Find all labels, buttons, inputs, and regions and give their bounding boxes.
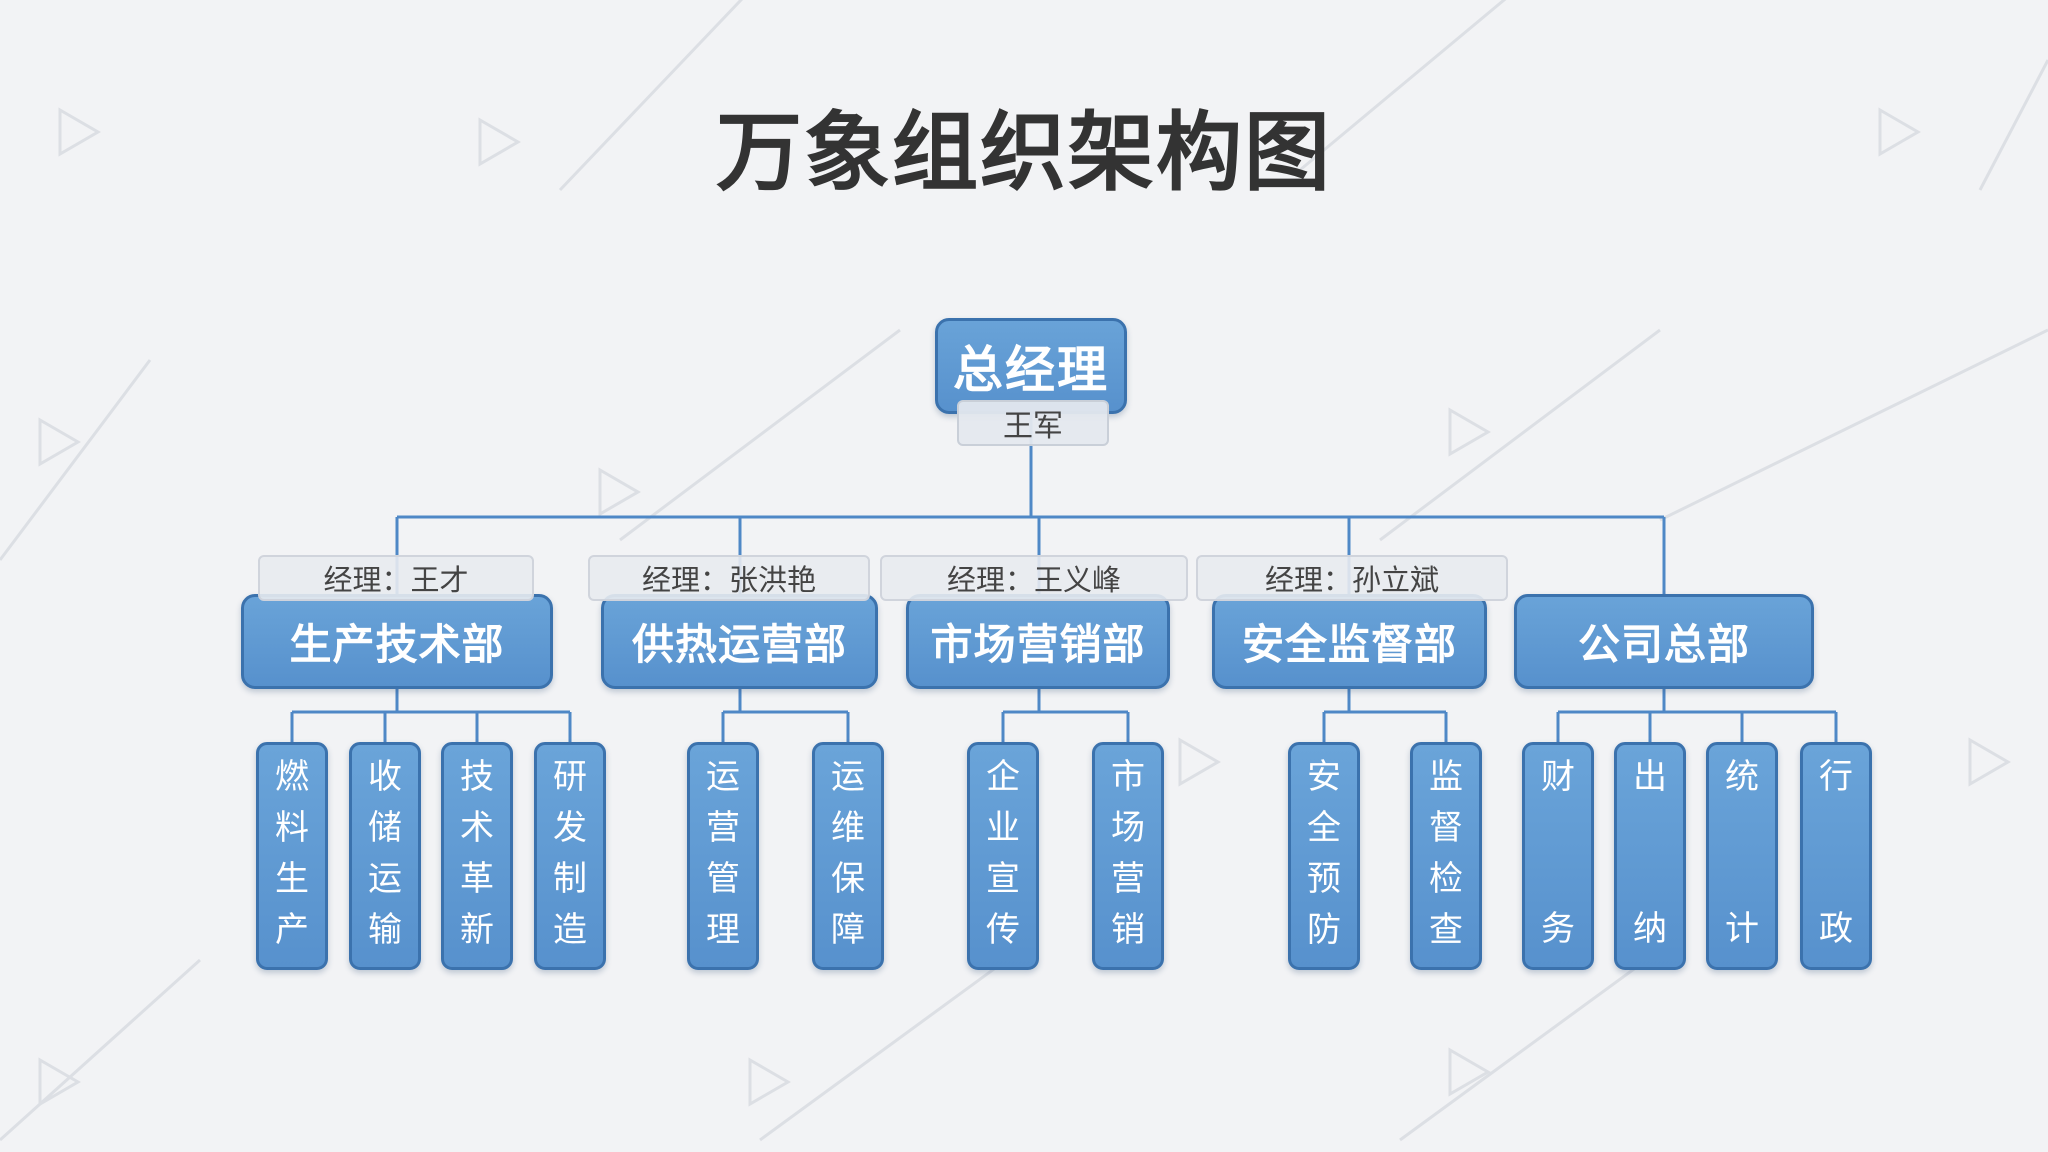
watermark-triangle [1968,737,2011,787]
top-manager-name: 王军 [957,400,1109,446]
sub-unit-box: 财务 [1522,742,1594,970]
sub-unit-char: 计 [1725,909,1759,949]
sub-unit-box: 安全预防 [1288,742,1360,970]
watermark-stroke [0,359,152,561]
sub-unit-char: 查 [1429,910,1463,950]
watermark-triangle [1448,407,1491,457]
sub-unit-char: 督 [1429,808,1463,848]
sub-unit-char: 产 [275,910,309,950]
department-box: 安全监督部 [1212,594,1487,689]
sub-unit-char: 制 [553,859,587,899]
sub-unit-char: 研 [553,757,587,797]
sub-unit-char: 理 [706,910,740,950]
sub-unit-char: 业 [986,808,1020,848]
sub-unit-box: 研发制造 [534,742,606,970]
top-node: 总经理 [935,318,1127,414]
department-manager-label: 经理：张洪艳 [588,555,870,601]
sub-unit-char: 燃 [275,757,309,797]
department-box: 生产技术部 [241,594,553,689]
watermark-stroke [1659,328,2048,522]
sub-unit-char: 生 [275,859,309,899]
sub-unit-char: 宣 [986,859,1020,899]
sub-unit-char: 营 [1111,859,1145,899]
sub-unit-char: 场 [1111,808,1145,848]
watermark-stroke [759,948,1021,1142]
sub-unit-char: 术 [460,808,494,848]
sub-unit-char: 统 [1725,757,1759,797]
watermark-triangle [1448,1047,1491,1097]
sub-unit-char: 料 [275,808,309,848]
sub-unit-char: 全 [1307,808,1341,848]
sub-unit-box: 市场营销 [1092,742,1164,970]
sub-unit-char: 运 [368,859,402,899]
sub-unit-char: 政 [1819,909,1853,949]
department-manager-label: 经理：王义峰 [880,555,1188,601]
watermark-stroke [1379,328,1661,542]
sub-unit-char: 行 [1819,757,1853,797]
sub-unit-char: 企 [986,757,1020,797]
sub-unit-char: 造 [553,910,587,950]
department-box: 供热运营部 [601,594,878,689]
sub-unit-char: 技 [460,757,494,797]
watermark-stroke [1399,948,1661,1142]
sub-unit-char: 检 [1429,859,1463,899]
watermark-triangle [58,107,101,157]
sub-unit-char: 发 [553,808,587,848]
watermark-triangle [1178,737,1221,787]
sub-unit-char: 安 [1307,757,1341,797]
department-box: 公司总部 [1514,594,1814,689]
watermark-triangle [38,1057,81,1107]
sub-unit-char: 运 [831,757,865,797]
sub-unit-char: 传 [986,910,1020,950]
sub-unit-box: 运维保障 [812,742,884,970]
sub-unit-box: 统计 [1706,742,1778,970]
sub-unit-char: 管 [706,859,740,899]
sub-unit-char: 销 [1111,910,1145,950]
sub-unit-box: 燃料生产 [256,742,328,970]
sub-unit-char: 出 [1633,757,1667,797]
sub-unit-char: 收 [368,757,402,797]
sub-unit-box: 监督检查 [1410,742,1482,970]
sub-unit-char: 障 [831,910,865,950]
watermark-triangle [1878,107,1921,157]
watermark-triangle [748,1057,791,1107]
watermark-stroke [619,328,901,542]
sub-unit-char: 运 [706,757,740,797]
sub-unit-char: 防 [1307,910,1341,950]
sub-unit-box: 技术革新 [441,742,513,970]
department-box: 市场营销部 [906,594,1170,689]
watermark-stroke [558,0,744,192]
department-manager-label: 经理：王才 [258,555,534,601]
watermark-stroke [0,958,202,1142]
sub-unit-char: 务 [1541,909,1575,949]
sub-unit-box: 行政 [1800,742,1872,970]
sub-unit-char: 市 [1111,757,1145,797]
sub-unit-box: 运营管理 [687,742,759,970]
sub-unit-char: 保 [831,859,865,899]
sub-unit-char: 纳 [1633,909,1667,949]
watermark-triangle [38,417,81,467]
watermark-stroke [1978,59,2048,191]
sub-unit-box: 企业宣传 [967,742,1039,970]
sub-unit-char: 营 [706,808,740,848]
sub-unit-char: 维 [831,808,865,848]
sub-unit-char: 输 [368,910,402,950]
sub-unit-char: 储 [368,808,402,848]
sub-unit-char: 监 [1429,757,1463,797]
page-title: 万象组织架构图 [716,103,1332,203]
sub-unit-char: 预 [1307,859,1341,899]
sub-unit-box: 收储运输 [349,742,421,970]
watermark-stroke [1299,0,1507,172]
sub-unit-char: 新 [460,910,494,950]
watermark-triangle [598,467,641,517]
watermark-triangle [478,117,521,167]
department-manager-label: 经理：孙立斌 [1196,555,1508,601]
sub-unit-char: 财 [1541,757,1575,797]
sub-unit-char: 革 [460,859,494,899]
sub-unit-box: 出纳 [1614,742,1686,970]
